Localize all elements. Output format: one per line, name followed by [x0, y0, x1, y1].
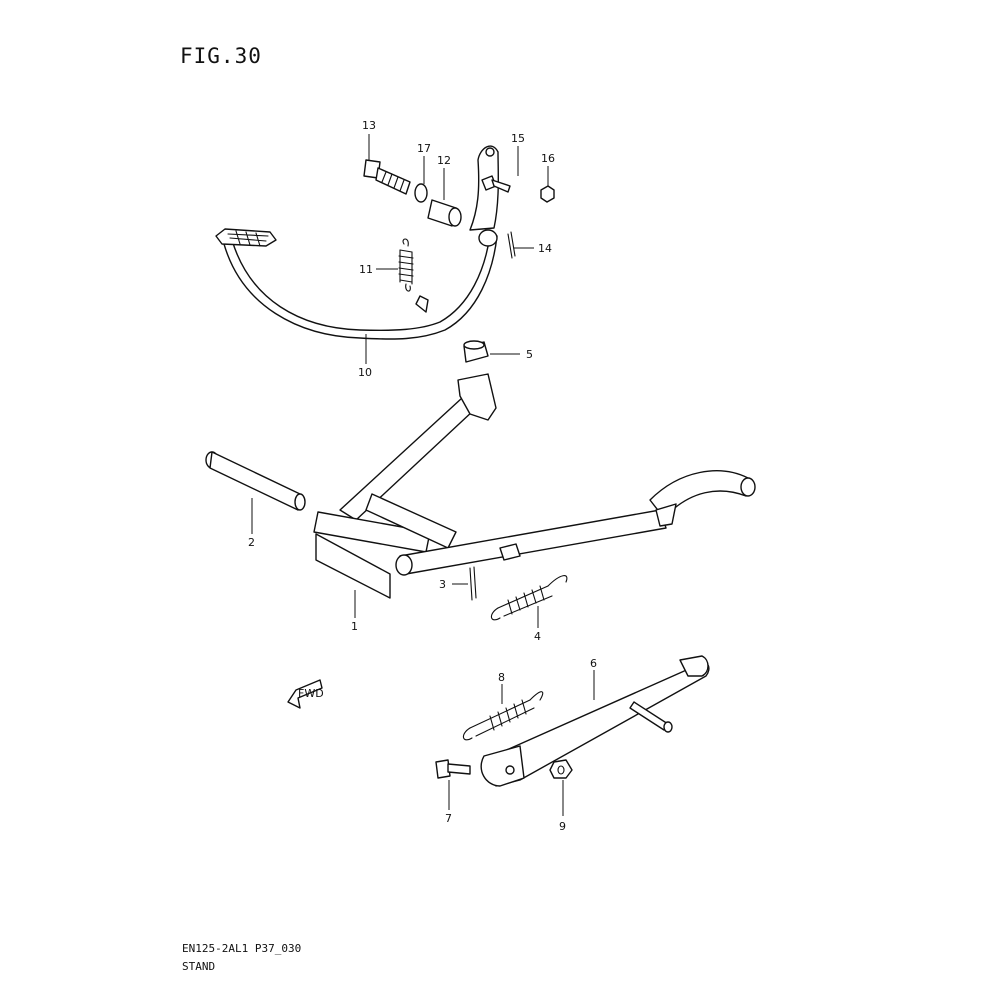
callout-11: 11 [359, 263, 373, 276]
callout-6: 6 [590, 657, 597, 670]
callout-1: 1 [351, 620, 358, 633]
fwd-label: FWD [298, 687, 324, 700]
shaft-2 [205, 451, 306, 511]
callout-12: 12 [437, 154, 451, 167]
brake-pedal [215, 145, 500, 340]
callout-4: 4 [534, 630, 541, 643]
callout-7: 7 [445, 812, 452, 825]
callout-8: 8 [498, 671, 505, 684]
callout-10: 10 [358, 366, 372, 379]
callout-9: 9 [559, 820, 566, 833]
callout-numbers: 13 17 12 15 16 14 11 10 5 2 3 1 4 6 8 7 … [248, 119, 597, 833]
cotter-pin-14 [507, 231, 516, 259]
diagram-code: EN125-2AL1 P37_030 [182, 942, 302, 955]
stopper-5 [463, 340, 489, 363]
fwd-arrow-icon: FWD [287, 679, 324, 709]
bolt-15 [481, 175, 511, 193]
bolt-7 [435, 759, 471, 779]
pin-3 [469, 566, 477, 601]
nut-16 [540, 185, 555, 203]
bolt-13 [363, 159, 411, 195]
diagram-name: STAND [182, 960, 216, 973]
spring-11 [398, 238, 414, 292]
callout-2: 2 [248, 536, 255, 549]
center-stand [313, 373, 756, 599]
callout-3: 3 [439, 578, 446, 591]
callout-leaders [251, 134, 595, 816]
spring-4 [490, 575, 568, 621]
spring-8 [462, 691, 544, 741]
bushing-12 [427, 199, 462, 227]
washer-17 [414, 183, 428, 203]
callout-16: 16 [541, 152, 555, 165]
callout-17: 17 [417, 142, 431, 155]
callout-13: 13 [362, 119, 376, 132]
callout-14: 14 [538, 242, 552, 255]
nut-9 [549, 759, 573, 779]
callout-5: 5 [526, 348, 533, 361]
callout-15: 15 [511, 132, 525, 145]
side-stand [480, 655, 710, 787]
figure-title: FIG.30 [180, 44, 262, 68]
